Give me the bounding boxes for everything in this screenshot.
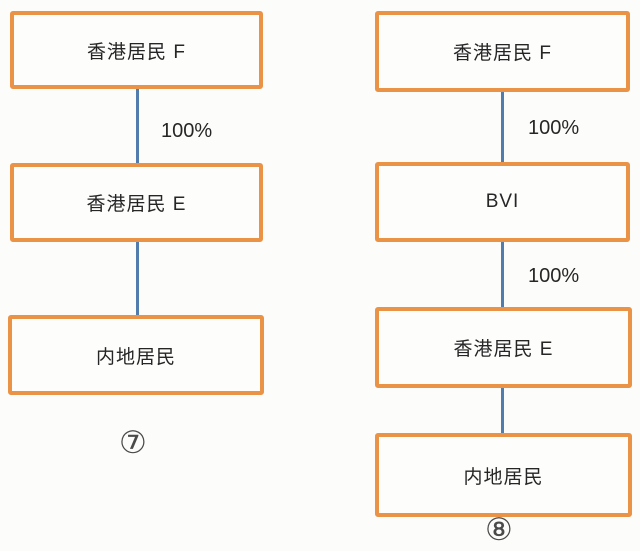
ownership-percentage-label: 100% — [161, 120, 213, 142]
node-mainland-resident: 内地居民 — [375, 433, 632, 517]
diagram-number-7: ⑦ — [119, 425, 147, 460]
node-label: 香港居民 F — [87, 41, 186, 63]
connector-line — [501, 242, 504, 307]
node-label: 内地居民 — [95, 346, 176, 368]
ownership-percentage-label: 100% — [528, 265, 580, 287]
node-label: 香港居民 F — [453, 43, 552, 64]
node-hk-resident-f: 香港居民 F — [375, 11, 630, 92]
connector-line — [136, 242, 139, 315]
node-mainland-resident: 内地居民 — [8, 315, 264, 395]
node-label: BVI — [485, 191, 520, 212]
node-label: 香港居民 E — [86, 194, 187, 215]
diagram-number-8: ⑧ — [485, 512, 513, 547]
node-label: 香港居民 E — [453, 339, 554, 360]
node-label: 内地居民 — [463, 466, 544, 488]
node-hk-resident-e: 香港居民 E — [10, 163, 263, 242]
connector-line — [136, 89, 139, 163]
connector-line — [501, 92, 504, 162]
node-hk-resident-e: 香港居民 E — [375, 307, 632, 388]
connector-line — [501, 388, 504, 433]
ownership-percentage-label: 100% — [528, 117, 580, 139]
node-hk-resident-f: 香港居民 F — [10, 11, 263, 89]
node-bvi: BVI — [375, 162, 630, 242]
